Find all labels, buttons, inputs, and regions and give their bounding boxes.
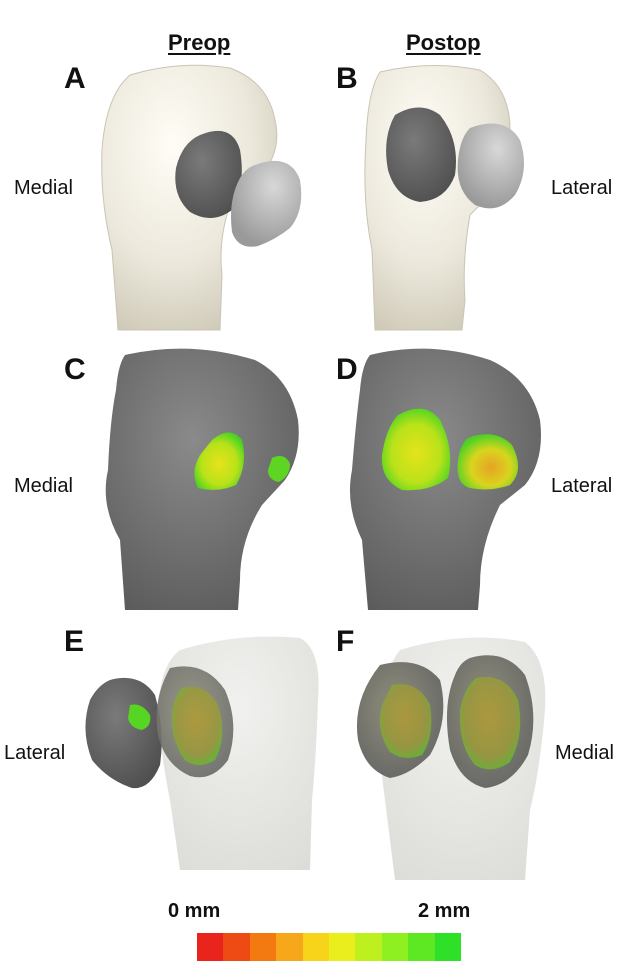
panel-d-contact-lateral: [457, 434, 519, 490]
panel-f-contact-medial: [459, 676, 521, 770]
panel-b-medial-condyle: [386, 107, 456, 202]
side-label-f: Medial: [555, 742, 614, 764]
scale-swatch: [434, 933, 462, 961]
panel-letter-c: C: [64, 353, 86, 386]
panel-a-medial-condyle: [175, 130, 242, 219]
panel-e-contact-medial: [171, 686, 223, 765]
panel-b-lateral-condyle: [457, 123, 524, 209]
panel-d-rendering: [349, 348, 541, 610]
scale-swatch: [381, 933, 409, 961]
panel-c-contact-lateral: [268, 456, 290, 482]
panel-a-lateral-condyle: [231, 160, 302, 247]
side-label-c: Medial: [14, 475, 73, 497]
panel-letter-a: A: [64, 62, 86, 95]
panel-e-rendering: [85, 636, 319, 870]
scale-swatch: [276, 933, 303, 961]
scale-swatch: [355, 933, 382, 961]
scale-swatch: [249, 933, 277, 961]
panel-letter-e: E: [64, 625, 85, 658]
panel-d-contact-medial: [381, 408, 451, 491]
side-label-d: Lateral: [551, 475, 613, 497]
scale-swatch: [197, 933, 224, 961]
panel-b-rendering: [364, 64, 524, 331]
scale-max-label: 2 mm: [418, 900, 471, 922]
panel-f-contact-lateral: [379, 684, 432, 758]
scale-min-label: 0 mm: [168, 900, 221, 922]
panel-e-contact-lateral: [128, 704, 151, 730]
scale-swatch: [329, 933, 356, 961]
side-label-b: Lateral: [551, 177, 613, 199]
panel-letter-b: B: [336, 62, 358, 95]
panel-letter-d: D: [336, 353, 358, 386]
color-scale-bar: [197, 933, 462, 961]
column-header-postop: Postop: [406, 30, 481, 55]
side-label-e: Lateral: [4, 742, 66, 764]
panel-c-rendering: [105, 348, 299, 610]
scale-swatch: [408, 933, 435, 961]
panel-c-contact-medial: [194, 432, 244, 490]
panel-e-lateral-condyle: [85, 677, 162, 789]
scale-swatch: [302, 933, 330, 961]
panel-f-rendering: [356, 637, 546, 880]
panel-a-rendering: [101, 64, 302, 331]
scale-swatch: [223, 933, 250, 961]
column-header-preop: Preop: [168, 30, 231, 55]
panel-letter-f: F: [336, 625, 355, 658]
side-label-a: Medial: [14, 177, 73, 199]
